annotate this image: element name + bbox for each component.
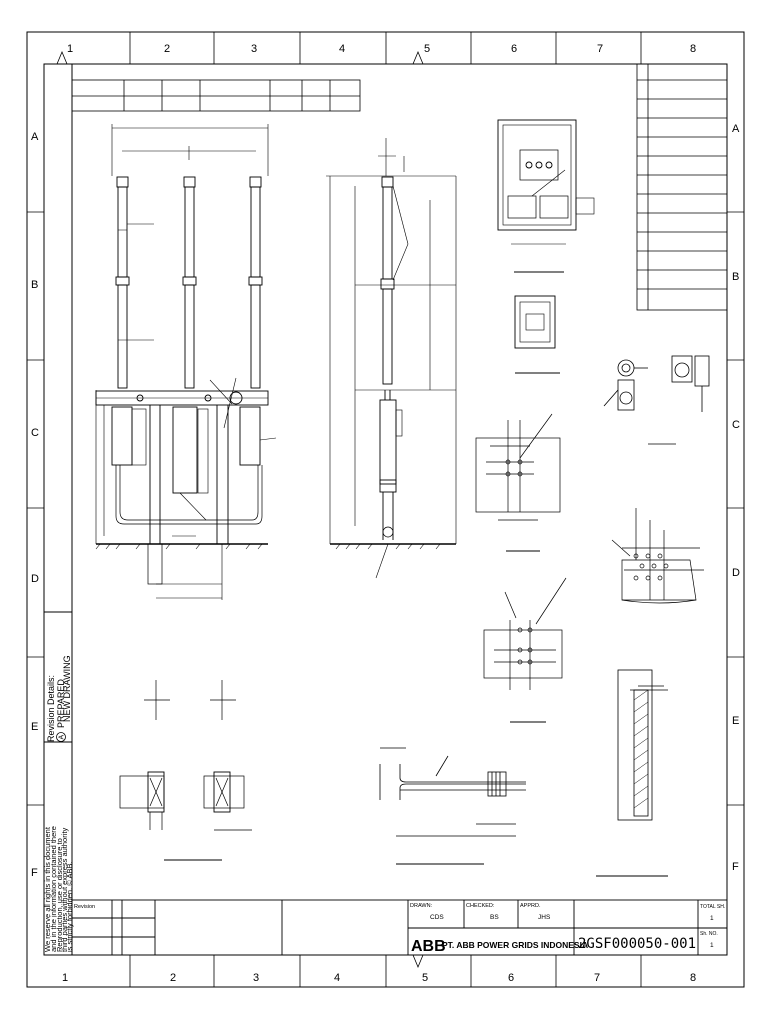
svg-text:We reserve all rights in this: We reserve all rights in this document bbox=[43, 826, 52, 952]
svg-text:8: 8 bbox=[690, 972, 696, 984]
pole-left bbox=[115, 176, 154, 389]
svg-text:Revision: Revision bbox=[74, 904, 95, 910]
svg-text:PREPARED: PREPARED bbox=[56, 679, 66, 728]
svg-text:DRAWN:: DRAWN: bbox=[410, 903, 433, 909]
svg-text:B: B bbox=[732, 271, 739, 283]
svg-text:3: 3 bbox=[253, 972, 259, 984]
front-view bbox=[95, 124, 277, 600]
copyright-notice: We reserve all rights in this document a… bbox=[43, 826, 74, 952]
svg-text:D: D bbox=[31, 573, 39, 585]
svg-text:1: 1 bbox=[710, 942, 714, 949]
svg-text:A: A bbox=[31, 131, 39, 143]
svg-text:F: F bbox=[31, 867, 38, 879]
svg-text:6: 6 bbox=[511, 43, 517, 55]
svg-text:F: F bbox=[732, 861, 739, 873]
drawing-number: 2GSF000050-001 bbox=[578, 936, 696, 952]
svg-text:NEW DRAWING: NEW DRAWING bbox=[62, 655, 72, 722]
svg-text:APPRD.: APPRD. bbox=[520, 903, 541, 909]
anchor-detail-2 bbox=[483, 577, 567, 723]
svg-text:B: B bbox=[31, 279, 38, 291]
anchor-detail-3 bbox=[611, 508, 704, 604]
svg-text:BS: BS bbox=[490, 914, 499, 921]
svg-text:2: 2 bbox=[164, 43, 170, 55]
plan-markers bbox=[119, 680, 252, 861]
svg-text:4: 4 bbox=[334, 972, 340, 984]
svg-text:1: 1 bbox=[62, 972, 68, 984]
svg-text:1: 1 bbox=[710, 915, 714, 922]
sheet-frame bbox=[26, 31, 745, 988]
terminal-box bbox=[514, 295, 560, 374]
left-strip bbox=[44, 64, 73, 955]
svg-text:CDS: CDS bbox=[430, 914, 444, 921]
svg-text:5: 5 bbox=[424, 43, 430, 55]
svg-text:third parties without express: third parties without express authority bbox=[60, 828, 69, 952]
svg-text:C: C bbox=[31, 427, 39, 439]
svg-text:CHECKED:: CHECKED: bbox=[466, 903, 495, 909]
abb-logo: ABB bbox=[411, 938, 446, 955]
svg-text:Revision Details:: Revision Details: bbox=[46, 675, 56, 742]
company-name: PT. ABB POWER GRIDS INDONESIA bbox=[442, 940, 588, 950]
svg-text:A: A bbox=[732, 123, 740, 135]
side-view bbox=[326, 138, 457, 579]
svg-text:Reproduction, use or disclosur: Reproduction, use or disclosure to bbox=[55, 838, 64, 952]
revision-details: Revision Details: A PREPARED NEW DRAWING bbox=[46, 655, 72, 742]
section-hatch bbox=[596, 669, 668, 877]
svg-text:7: 7 bbox=[597, 43, 603, 55]
svg-text:E: E bbox=[31, 721, 38, 733]
svg-text:8: 8 bbox=[690, 43, 696, 55]
svg-text:is strictly forbidden. © ABB.: is strictly forbidden. © ABB. bbox=[65, 861, 74, 952]
mechanism-housing bbox=[497, 119, 595, 273]
svg-text:5: 5 bbox=[422, 972, 428, 984]
svg-text:4: 4 bbox=[339, 43, 345, 55]
svg-text:1: 1 bbox=[67, 43, 73, 55]
svg-text:A: A bbox=[59, 735, 66, 740]
detail-valve bbox=[603, 355, 710, 445]
svg-text:and in the information contain: and in the information contained there bbox=[49, 826, 58, 952]
svg-text:D: D bbox=[732, 567, 740, 579]
svg-text:TOTAL SH.: TOTAL SH. bbox=[700, 904, 725, 910]
svg-text:6: 6 bbox=[508, 972, 514, 984]
top-table bbox=[71, 79, 361, 112]
svg-text:2: 2 bbox=[170, 972, 176, 984]
title-block-text: Revision DRAWN: CDS CHECKED: BS APPRD. J… bbox=[74, 903, 725, 955]
zone-labels: 1 2 3 4 5 6 7 8 1 2 3 4 5 6 7 8 A B C D … bbox=[31, 43, 740, 984]
svg-text:Sh. NO.: Sh. NO. bbox=[700, 931, 718, 937]
svg-text:E: E bbox=[732, 715, 739, 727]
svg-text:3: 3 bbox=[251, 43, 257, 55]
svg-text:C: C bbox=[732, 419, 740, 431]
pole-right bbox=[248, 176, 263, 389]
pole-middle bbox=[182, 176, 197, 389]
earthing-rod bbox=[379, 747, 526, 865]
title-block bbox=[71, 899, 728, 956]
svg-text:7: 7 bbox=[594, 972, 600, 984]
parts-table bbox=[636, 63, 728, 311]
anchor-detail-1 bbox=[475, 413, 561, 552]
svg-text:JHS: JHS bbox=[538, 914, 551, 921]
